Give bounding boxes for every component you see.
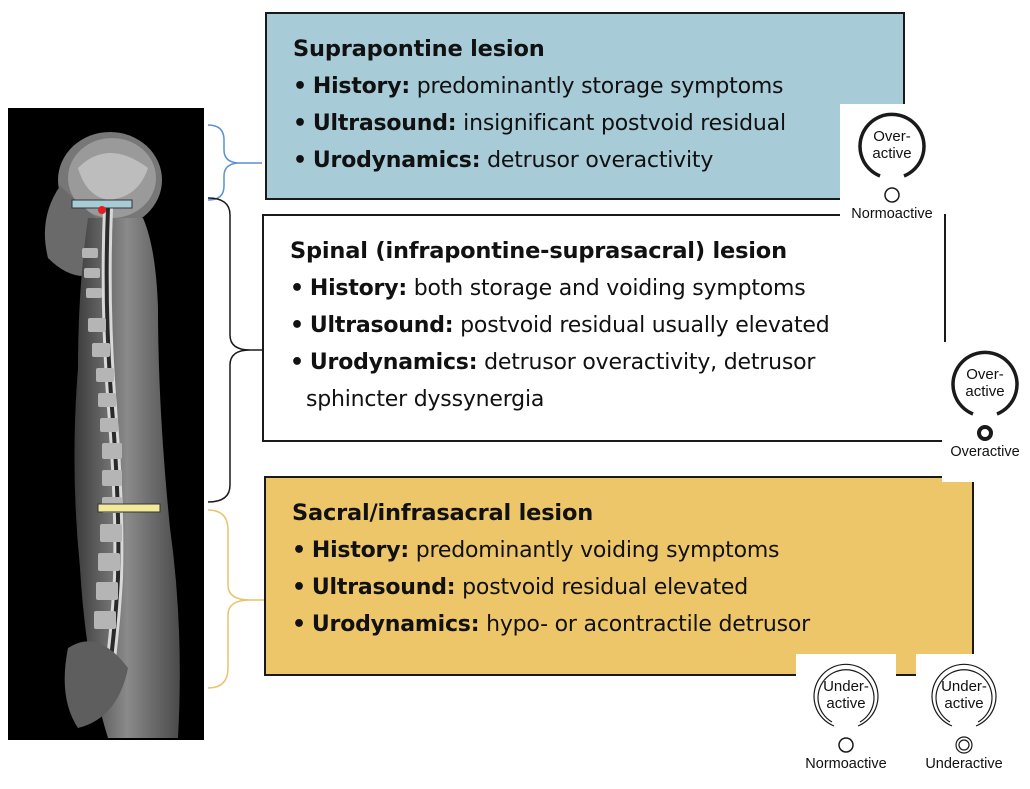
supra-bracket	[208, 125, 238, 200]
urodynamics-line: •Urodynamics: detrusor overactivity	[293, 142, 903, 179]
sphincter-state-caption: Underactive	[916, 756, 1012, 772]
sphincter-overactive-icon	[974, 422, 996, 444]
bladder-state-label: Under-active	[916, 678, 1012, 712]
sacral-bracket	[208, 510, 250, 688]
bladder-sphincter-badge: Over-active Normoactive	[840, 104, 944, 242]
sphincter-state-caption: Overactive	[942, 444, 1028, 460]
bladder-state-label: Over-active	[840, 128, 944, 162]
sphincter-state-caption: Normoactive	[796, 756, 896, 772]
box-title: Sacral/infrasacral lesion	[292, 500, 972, 526]
sphincter-normoactive-icon	[881, 184, 903, 206]
bladder-sphincter-badge: Under-active Underactive	[916, 654, 1012, 788]
sphincter-normoactive-icon	[835, 734, 857, 756]
urodynamics-line: •Urodynamics: detrusor overactivity, det…	[290, 344, 944, 381]
urodynamics-line: •Urodynamics: hypo- or acontractile detr…	[292, 606, 972, 643]
spinal-bracket	[208, 198, 250, 502]
history-line: •History: predominantly voiding symptoms	[292, 532, 972, 569]
urodynamics-continuation: sphincter dyssynergia	[290, 381, 944, 418]
ultrasound-line: •Ultrasound: postvoid residual usually e…	[290, 307, 944, 344]
ultrasound-line: •Ultrasound: insignificant postvoid resi…	[293, 105, 903, 142]
box-title: Suprapontine lesion	[293, 36, 903, 62]
spinal-lesion-box: Spinal (infrapontine-suprasacral) lesion…	[262, 214, 946, 442]
bladder-sphincter-badge: Under-active Normoactive	[796, 654, 896, 788]
ultrasound-line: •Ultrasound: postvoid residual elevated	[292, 569, 972, 606]
suprapontine-lesion-box: Suprapontine lesion •History: predominan…	[265, 12, 905, 200]
bladder-sphincter-badge: Over-active Overactive	[942, 342, 1028, 482]
sphincter-state-caption: Normoactive	[840, 206, 944, 222]
sacral-lesion-box: Sacral/infrasacral lesion •History: pred…	[264, 476, 974, 676]
history-line: •History: both storage and voiding sympt…	[290, 270, 944, 307]
bladder-state-label: Over-active	[942, 366, 1028, 400]
bladder-state-label: Under-active	[796, 678, 896, 712]
sphincter-underactive-icon	[953, 734, 975, 756]
history-line: •History: predominantly storage symptoms	[293, 68, 903, 105]
